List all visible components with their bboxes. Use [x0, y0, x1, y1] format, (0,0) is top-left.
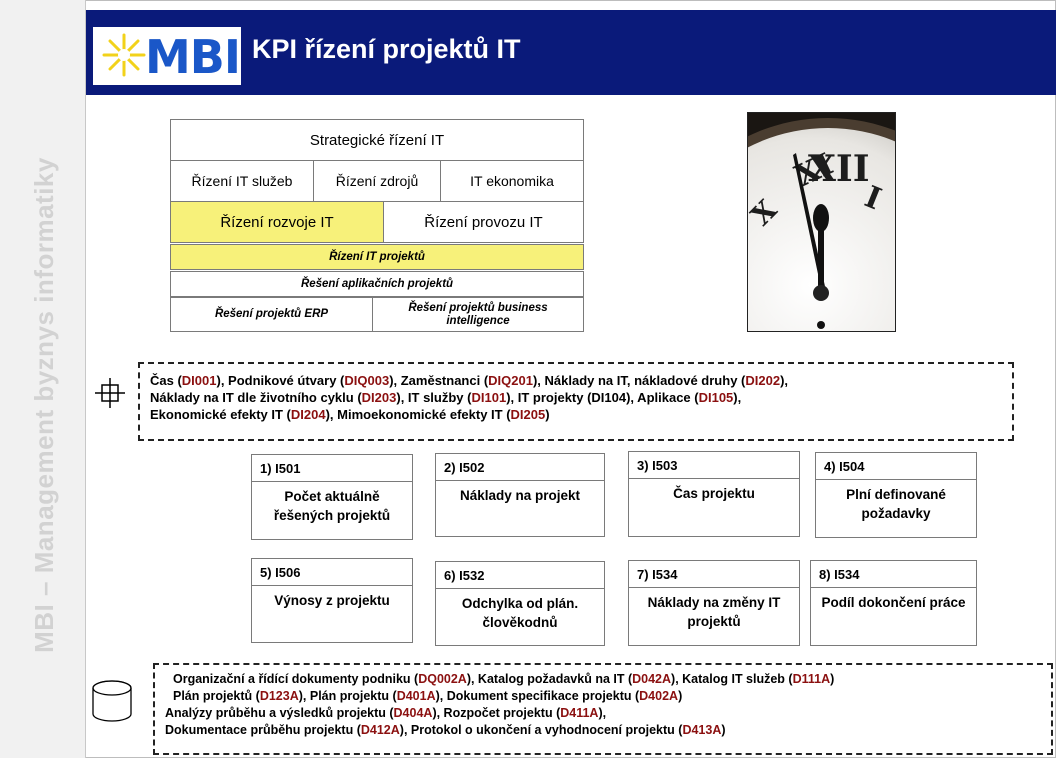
kpi-label: Náklady na projekt	[459, 488, 581, 503]
text-segment: Dokumentace průběhu projektu (	[165, 723, 361, 737]
text-segment: ), Rozpočet projektu (	[432, 706, 561, 720]
text-segment: Analýzy průběhu a výsledků projektu (	[165, 706, 394, 720]
text-segment: Čas (	[150, 373, 182, 388]
kpi-label: Čas projektu	[673, 486, 755, 501]
text-segment: ), IT služby (	[396, 390, 472, 405]
star-icon	[102, 33, 146, 77]
text-segment: Organizační a řídící dokumenty podniku (	[173, 672, 419, 686]
kpi-id: 8) I534	[811, 561, 976, 588]
kpi-card: 7) I534 Náklady na změny IT projektů	[628, 560, 800, 646]
kpi-card: 1) I501 Počet aktuálně řešených projektů	[251, 454, 413, 540]
cell-economics: IT ekonomika	[440, 160, 584, 202]
code-reference: DI204	[290, 407, 326, 422]
svg-text:XII: XII	[808, 148, 870, 190]
code-reference: D401A	[396, 689, 436, 703]
code-reference: D412A	[360, 723, 400, 737]
text-segment: ), Katalog požadavků na IT (	[466, 672, 633, 686]
kpi-id: 4) I504	[816, 453, 976, 480]
code-reference: D402A	[639, 689, 679, 703]
code-reference: DIQ201	[488, 373, 533, 388]
code-reference: D123A	[259, 689, 299, 703]
text-segment: Ekonomické efekty IT (	[150, 407, 291, 422]
page-title: KPI řízení projektů IT	[252, 34, 521, 64]
documents-line-4: Dokumentace průběhu projektu (D412A), Pr…	[165, 722, 1051, 739]
kpi-card: 3) I503 Čas projektu	[628, 451, 800, 537]
text-segment: ), Protokol o ukončení a vyhodnocení pro…	[399, 723, 683, 737]
documents-line-2: Plán projektů (D123A), Plán projektu (D4…	[165, 688, 1051, 705]
kpi-label: Odchylka od plán. člověkodnů	[461, 596, 579, 630]
kpi-id: 6) I532	[436, 562, 604, 589]
text-segment: ), Náklady na IT, nákladové druhy (	[532, 373, 746, 388]
kpi-id: 2) I502	[436, 454, 604, 481]
cell-erp: Řešení projektů ERP	[170, 297, 373, 332]
kpi-label: Výnosy z projektu	[274, 593, 390, 608]
code-reference: D413A	[682, 723, 722, 737]
kpi-card: 6) I532 Odchylka od plán. člověkodnů	[435, 561, 605, 646]
text-segment: ), Mimoekonomické efekty IT (	[325, 407, 511, 422]
code-reference: D411A	[560, 706, 599, 720]
cell-resources: Řízení zdrojů	[313, 160, 441, 202]
text-segment: ),	[780, 373, 789, 388]
cell-development: Řízení rozvoje IT	[170, 201, 384, 243]
code-reference: D042A	[632, 672, 672, 686]
code-reference: DI202	[745, 373, 781, 388]
cell-services: Řízení IT služeb	[170, 160, 314, 202]
code-reference: D111A	[792, 672, 831, 686]
documents-box: Organizační a řídící dokumenty podniku (…	[153, 663, 1053, 755]
documents-line-3: Analýzy průběhu a výsledků projektu (D40…	[165, 705, 1051, 722]
cell-it-projects: Řízení IT projektů	[170, 244, 584, 270]
clock-image: XI XII I X	[747, 112, 896, 332]
cell-bi: Řešení projektů business intelligence	[372, 297, 584, 332]
text-segment: )	[830, 672, 835, 686]
dimensions-line-1: Čas (DI001), Podnikové útvary (DIQ003), …	[150, 372, 1012, 389]
cell-operations: Řízení provozu IT	[383, 201, 584, 243]
text-segment: ), Plán projektu (	[298, 689, 397, 703]
kpi-card: 4) I504 Plní definované požadavky	[815, 452, 977, 538]
code-reference: DI105	[698, 390, 734, 405]
database-icon	[92, 680, 132, 722]
code-reference: DQ002A	[418, 672, 467, 686]
sidebar: MBI – Management byznys informatiky	[0, 0, 86, 758]
kpi-card: 5) I506 Výnosy z projektu	[251, 558, 413, 643]
header-bar	[86, 10, 1056, 95]
dimensions-box: Čas (DI001), Podnikové útvary (DIQ003), …	[138, 362, 1014, 441]
cell-app-projects: Řešení aplikačních projektů	[170, 271, 584, 297]
text-segment: ),	[598, 706, 607, 720]
code-reference: DI203	[361, 390, 397, 405]
kpi-id: 3) I503	[629, 452, 799, 479]
text-segment: ), Dokument specifikace projektu (	[435, 689, 640, 703]
kpi-label: Počet aktuálně řešených projektů	[273, 489, 391, 523]
code-reference: DI001	[181, 373, 217, 388]
kpi-id: 5) I506	[252, 559, 412, 586]
code-reference: DI101	[471, 390, 507, 405]
kpi-label: Podíl dokončení práce	[821, 595, 966, 610]
documents-line-1: Organizační a řídící dokumenty podniku (…	[165, 671, 1051, 688]
kpi-id: 7) I534	[629, 561, 799, 588]
text-segment: ),	[733, 390, 742, 405]
text-segment: ), Podnikové útvary (	[216, 373, 345, 388]
kpi-card: 8) I534 Podíl dokončení práce	[810, 560, 977, 646]
logo-text: MBI	[145, 30, 241, 84]
text-segment: )	[678, 689, 683, 703]
text-segment: )	[721, 723, 726, 737]
text-segment: ), Katalog IT služeb (	[671, 672, 793, 686]
kpi-card: 2) I502 Náklady na projekt	[435, 453, 605, 537]
crosshair-icon	[95, 378, 125, 408]
kpi-label: Náklady na změny IT projektů	[647, 595, 781, 629]
text-segment: Náklady na IT dle životního cyklu (	[150, 390, 362, 405]
dimensions-line-2: Náklady na IT dle životního cyklu (DI203…	[150, 389, 1012, 406]
code-reference: DIQ003	[344, 373, 390, 388]
text-segment: ), IT projekty (DI104), Aplikace (	[506, 390, 699, 405]
mbi-logo: MBI	[93, 27, 241, 85]
code-reference: D404A	[393, 706, 433, 720]
text-segment: Plán projektů (	[173, 689, 260, 703]
sidebar-vertical-title: MBI – Management byznys informatiky	[29, 157, 59, 653]
text-segment: ), Zaměstnanci (	[389, 373, 489, 388]
code-reference: DI205	[510, 407, 546, 422]
kpi-id: 1) I501	[252, 455, 412, 482]
dimensions-line-3: Ekonomické efekty IT (DI204), Mimoekonom…	[150, 406, 1012, 423]
cell-strategic: Strategické řízení IT	[170, 119, 584, 161]
kpi-label: Plní definované požadavky	[846, 487, 946, 521]
text-segment: )	[545, 407, 550, 422]
